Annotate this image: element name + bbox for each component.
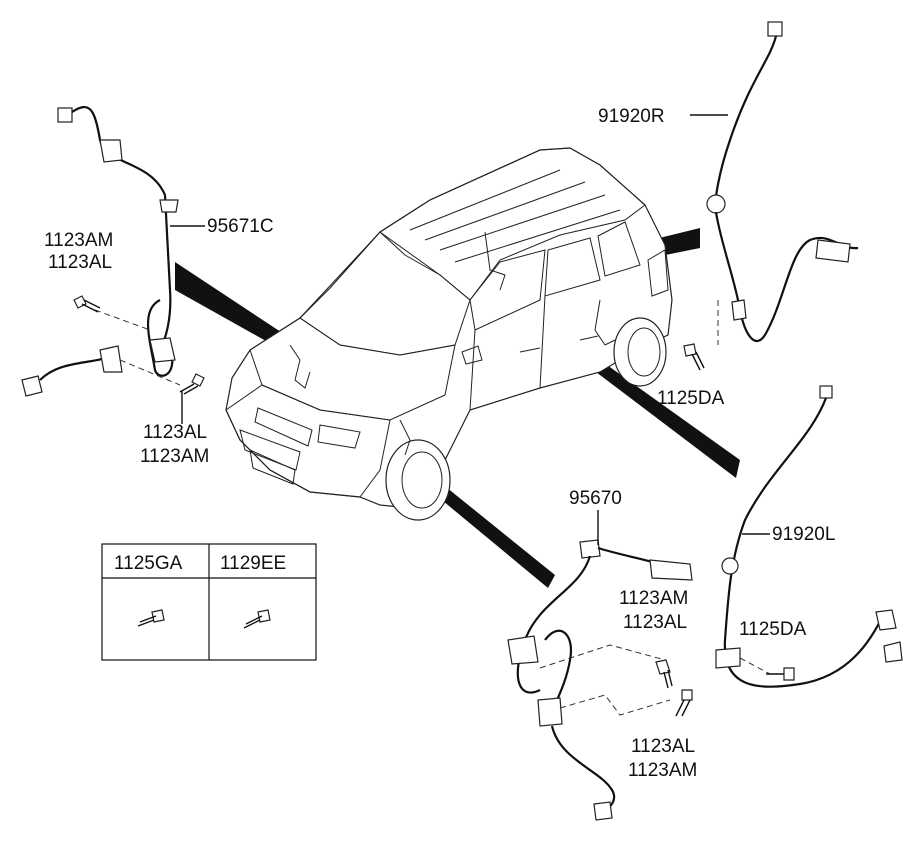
label-95670: 95670: [569, 488, 622, 509]
label-1123AL-fr-top: 1123AL: [623, 612, 687, 633]
label-95671C: 95671C: [207, 216, 274, 237]
bolt-icon: [243, 609, 271, 629]
label-91920L: 91920L: [772, 524, 835, 545]
bolt-icon: [137, 609, 165, 627]
label-1125DA-rear-left: 1125DA: [739, 619, 807, 640]
table-header-1125GA: 1125GA: [114, 553, 183, 574]
table-header-1129EE: 1129EE: [220, 553, 286, 574]
front-right-sensor-assembly: [507, 539, 693, 821]
bolt-icon: [655, 659, 673, 689]
front-left-sensor-assembly: [21, 106, 181, 397]
label-1123AM-fr-bottom: 1123AM: [628, 760, 697, 781]
bolt-icon: [73, 295, 101, 313]
bolt-icon: [683, 343, 705, 371]
bolt-icon: [179, 373, 205, 395]
label-1123AL-fl-bottom: 1123AL: [143, 422, 207, 443]
bolt-icon: [675, 689, 693, 717]
rear-left-sensor-assembly: [715, 385, 903, 688]
label-1123AM-fr-top: 1123AM: [619, 588, 688, 609]
label-1123AL-fl-top: 1123AL: [48, 252, 112, 273]
label-1123AL-fr-bottom: 1123AL: [631, 736, 695, 757]
fastener-table: 1125GA 1129EE: [101, 543, 317, 661]
label-1125DA-rear-right: 1125DA: [657, 388, 725, 409]
label-1123AM-fl-bottom: 1123AM: [140, 446, 209, 467]
label-91920R: 91920R: [598, 106, 665, 127]
rear-right-sensor-assembly: [706, 21, 859, 345]
bolt-icon: [766, 667, 795, 681]
label-1123AM-fl-top: 1123AM: [44, 230, 113, 251]
vehicle-illustration: [225, 147, 673, 521]
